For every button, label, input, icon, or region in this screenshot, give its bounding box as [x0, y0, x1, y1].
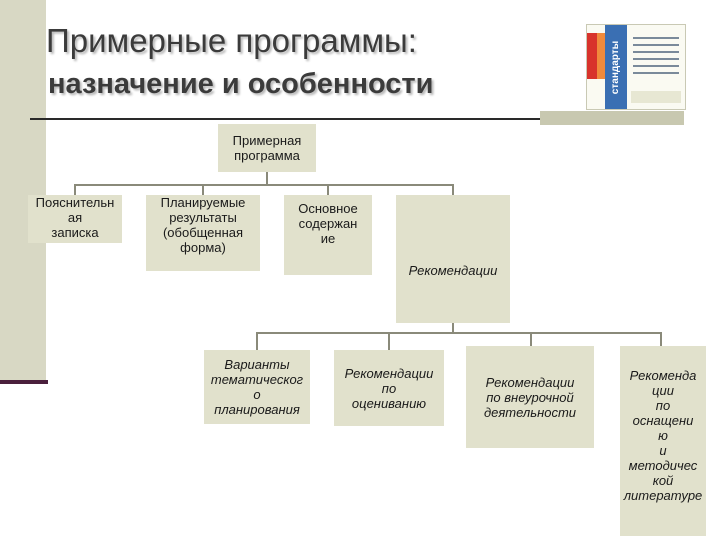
connector-level1-bar — [74, 184, 454, 186]
connector-level2-bar — [256, 332, 662, 334]
node-extracurricular-recommendations-label: Рекомендации по внеурочной деятельности — [483, 374, 577, 420]
node-assessment-recommendations-label: Рекомендации по оцениванию — [344, 365, 434, 411]
node-extracurricular-recommendations: Рекомендации по внеурочной деятельности — [466, 346, 594, 448]
node-recommendations: Рекомендации — [396, 195, 510, 323]
connector-to-box4 — [452, 184, 454, 195]
connector-to-box1 — [74, 184, 76, 195]
connector-to-box5 — [256, 332, 258, 350]
cover-spine-text: стандарты — [610, 40, 622, 94]
left-decor-line — [0, 380, 48, 384]
node-assessment-recommendations: Рекомендации по оцениванию — [334, 350, 444, 426]
cover-text-lines — [633, 37, 679, 79]
cover-blue-spine — [605, 25, 627, 109]
node-equipment-literature-recommendations-label: Рекоменда ции по оснащени ю и методичес … — [623, 368, 703, 503]
cover-bottom-band — [631, 91, 681, 103]
node-recommendations-label: Рекомендации — [408, 262, 498, 278]
node-thematic-planning: Варианты тематическог о планирования — [204, 350, 310, 424]
cover-orange-stripe — [597, 33, 605, 79]
connector-to-box2 — [202, 184, 204, 195]
connector-to-box7 — [530, 332, 532, 346]
node-equipment-literature-recommendations: Рекоменда ции по оснащени ю и методичес … — [620, 346, 706, 536]
node-main-content: Основное содержан ие — [284, 195, 372, 275]
connector-box4-down — [452, 323, 454, 333]
title-underline — [30, 118, 540, 120]
slide-subtitle: назначение и особенности — [48, 68, 434, 100]
connector-to-box6 — [388, 332, 390, 350]
node-explanatory-note: Пояснительн ая записка — [28, 195, 122, 243]
slide-title: Примерные программы: — [46, 22, 417, 59]
node-sample-program: Примерная программа — [218, 124, 316, 172]
connector-root-down — [266, 172, 268, 184]
standards-book-cover-image: стандарты — [586, 24, 686, 110]
node-explanatory-note-label: Пояснительн ая записка — [35, 195, 115, 240]
connector-to-box3 — [327, 184, 329, 195]
connector-to-box8 — [660, 332, 662, 346]
title-underline-accent — [540, 111, 684, 125]
node-thematic-planning-label: Варианты тематическог о планирования — [210, 357, 304, 417]
node-planned-results-label: Планируемые результаты (обобщенная форма… — [160, 195, 246, 255]
node-planned-results: Планируемые результаты (обобщенная форма… — [146, 195, 260, 271]
cover-red-stripe — [587, 33, 597, 79]
node-sample-program-label: Примерная программа — [232, 133, 302, 163]
node-main-content-label: Основное содержан ие — [298, 201, 358, 246]
left-decor-bar — [0, 0, 46, 382]
